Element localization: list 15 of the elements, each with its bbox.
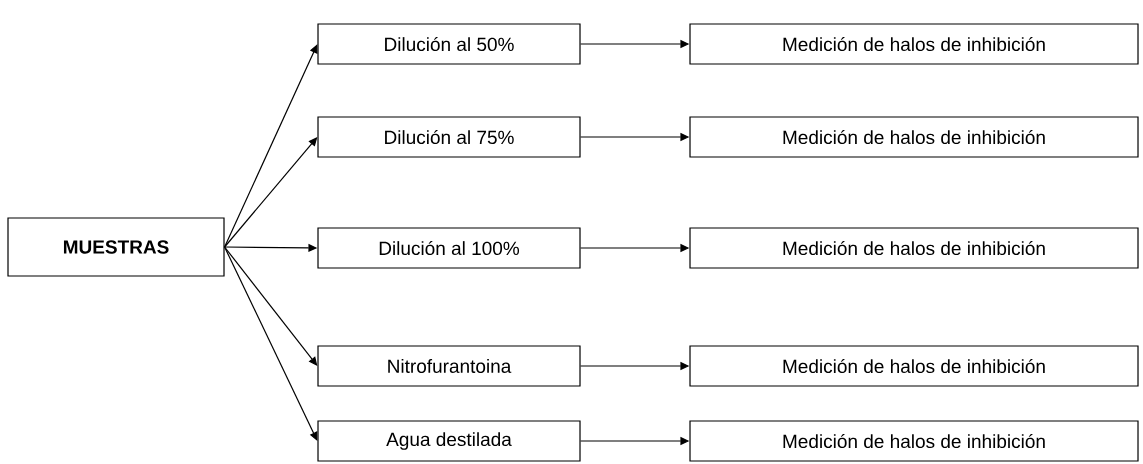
process-box: Dilución al 75% <box>317 116 581 158</box>
process-box: Medición de halos de inhibición <box>689 227 1139 269</box>
process-box: Dilución al 100% <box>317 227 581 269</box>
arrow <box>224 246 318 366</box>
process-box: Nitrofurantoina <box>317 345 581 387</box>
arrow <box>224 137 318 248</box>
arrow <box>224 44 318 248</box>
sample-box: MUESTRAS <box>7 217 225 277</box>
process-box: Medición de halos de inhibición <box>689 345 1139 387</box>
arrow <box>224 246 318 441</box>
process-box: Dilución al 50% <box>317 23 581 65</box>
process-box: Medición de halos de inhibición <box>689 116 1139 158</box>
process-box: Medición de halos de inhibición <box>689 420 1139 462</box>
process-box: Agua destilada <box>317 420 581 462</box>
process-box: Medición de halos de inhibición <box>689 23 1139 65</box>
